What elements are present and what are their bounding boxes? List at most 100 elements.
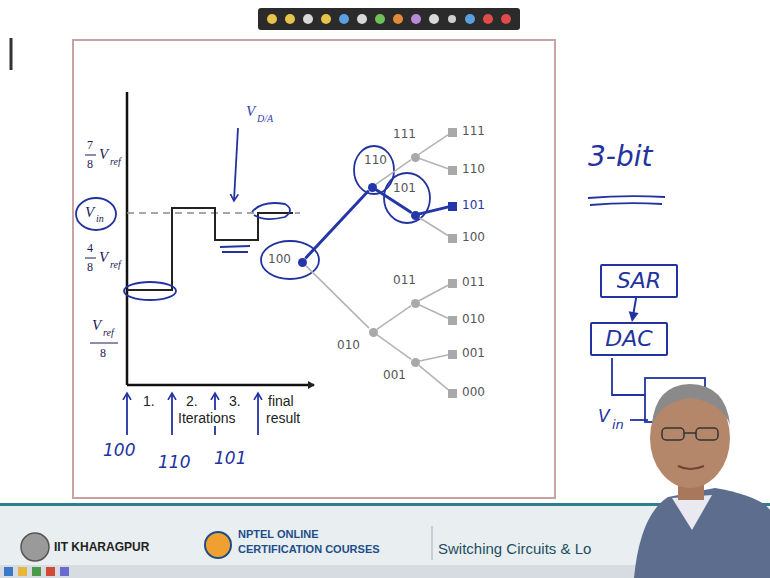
iteration-number: 2. (186, 393, 198, 409)
tree-leaf: 100 (448, 234, 457, 243)
dac-waveform (127, 208, 293, 290)
signal-name: V (246, 103, 255, 120)
footer-divider (432, 526, 433, 560)
tree-branch (420, 159, 448, 169)
fraction-numerator: 7 (87, 138, 93, 153)
tree-leaf: 110 (448, 166, 457, 175)
connector-line (307, 266, 369, 327)
tree-branch (420, 366, 448, 389)
code-label: 001 (383, 368, 406, 382)
tree-branch (420, 305, 448, 318)
axis-symbol: V (99, 146, 108, 163)
tree-leaf: 010 (448, 316, 457, 325)
code-label: 111 (393, 127, 416, 141)
code-label: 110 (462, 162, 485, 176)
arrow-head (629, 311, 639, 322)
axis-label: result (266, 410, 300, 426)
institute-name: IIT KHARAGPUR (54, 540, 149, 554)
code-label: 010 (337, 338, 360, 352)
code-label: 110 (364, 153, 387, 167)
fraction-denominator: 8 (87, 157, 93, 172)
code-label: 100 (268, 252, 291, 266)
handwritten-code: 101 (214, 448, 246, 468)
tree-branch (307, 266, 369, 327)
handwritten-code: 110 (158, 452, 190, 472)
course-banner: NPTEL ONLINE (238, 528, 318, 540)
connector-line (420, 285, 448, 300)
handwritten-code: 100 (103, 440, 135, 460)
connector-line (378, 335, 411, 359)
code-label: 111 (462, 124, 485, 138)
axis-subscript: ref (110, 259, 121, 270)
tree-leaf: 101 (448, 202, 457, 211)
tree-branch (420, 218, 448, 235)
slide-frame (73, 40, 555, 498)
presenter (634, 384, 770, 578)
tree-node: 101 (411, 211, 420, 220)
tree-branch (420, 207, 448, 214)
signal-arrow (629, 298, 639, 322)
tree-leaf: 011 (448, 279, 457, 288)
x-axis (127, 384, 314, 387)
tree-branch (420, 135, 448, 154)
signal-subscript: D/A (257, 113, 273, 124)
connector-line (420, 207, 448, 214)
fraction-denominator: 8 (87, 260, 93, 275)
pen-toolbar (258, 8, 520, 30)
axis-subscript: ref (110, 156, 121, 167)
fraction-bars (85, 155, 118, 343)
handwritten-signal: V (598, 406, 610, 426)
code-label: 101 (393, 181, 416, 195)
window-edge (10, 38, 13, 70)
taskbar-icons (4, 567, 69, 576)
axis-label: final (268, 393, 294, 409)
block-label: DAC (602, 326, 656, 352)
tree-leaf: 111 (448, 128, 457, 137)
axis-symbol: V (85, 204, 94, 221)
connector-line (306, 192, 368, 258)
fraction-numerator: 4 (87, 241, 93, 256)
block-box: DAC (590, 322, 668, 356)
axis-subscript: ref (103, 327, 114, 338)
course-title: Switching Circuits & Lo (438, 540, 591, 557)
code-label: 011 (393, 273, 416, 287)
tree-leaf: 000 (448, 389, 457, 398)
axis-title: Iterations (176, 410, 238, 426)
connector-line (633, 298, 636, 314)
connector-line (420, 218, 448, 235)
handwritten-subscript: in (612, 417, 624, 432)
tree-node: 100 (298, 258, 307, 267)
connector-line (420, 135, 448, 154)
iit-logo (21, 533, 49, 561)
tree-node: 001 (411, 358, 420, 367)
block-label: SAR (612, 268, 666, 294)
code-label: 011 (462, 275, 485, 289)
tree-branch (306, 192, 368, 258)
tree-leaf: 001 (448, 350, 457, 359)
y-axis (126, 92, 129, 385)
block-box: SAR (600, 264, 678, 298)
code-label: 010 (462, 312, 485, 326)
code-label: 001 (462, 346, 485, 360)
code-label: 101 (462, 198, 485, 212)
tree-branch (378, 306, 411, 329)
toolbar-icons (267, 14, 511, 24)
footer-rule (0, 503, 770, 506)
fraction-denominator: 8 (100, 346, 106, 361)
nptel-logo (205, 532, 231, 558)
tree-branch (420, 285, 448, 300)
tree-node: 011 (411, 299, 420, 308)
course-banner: CERTIFICATION COURSES (238, 543, 380, 555)
connector-line (420, 366, 448, 389)
axis-symbol: V (99, 249, 108, 266)
tree-branch (378, 335, 411, 359)
tree-node: 110 (368, 183, 377, 192)
iteration-number: 3. (229, 393, 241, 409)
axis-symbol: V (92, 317, 101, 334)
tree-node: 111 (411, 153, 420, 162)
code-label: 100 (462, 230, 485, 244)
iteration-number: 1. (143, 393, 155, 409)
connector-line (420, 159, 448, 169)
connector-line (420, 355, 448, 361)
